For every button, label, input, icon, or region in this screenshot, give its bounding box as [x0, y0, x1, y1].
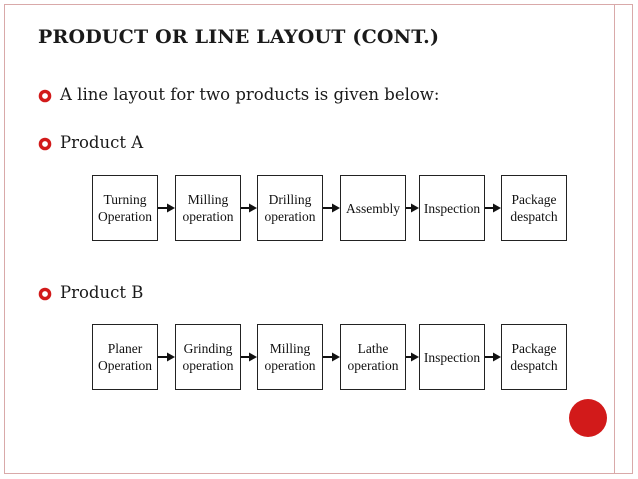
slide-frame-divider: [614, 4, 615, 474]
flow-arrow: [406, 203, 419, 213]
product-b-arrows: [158, 352, 501, 362]
slide-title: PRODUCT OR LINE LAYOUT (CONT.): [38, 26, 440, 48]
flow-arrow: [158, 203, 175, 213]
flow-arrow: [323, 352, 340, 362]
ring-bullet-icon: [38, 137, 52, 151]
ring-bullet-icon: [38, 287, 52, 301]
flow-arrow: [406, 352, 419, 362]
flow-step-box: Milling operation: [257, 324, 323, 390]
bullet-text-product-a: Product A: [60, 133, 144, 152]
flow-step-box: Inspection: [419, 175, 485, 241]
flow-step-box: Milling operation: [175, 175, 241, 241]
flow-step-box: Drilling operation: [257, 175, 323, 241]
flow-arrow: [485, 203, 501, 213]
flow-step-box: Planer Operation: [92, 324, 158, 390]
flow-arrow: [241, 352, 257, 362]
flow-step-box: Assembly: [340, 175, 406, 241]
flow-step-box: Inspection: [419, 324, 485, 390]
bullet-text-intro: A line layout for two products is given …: [60, 85, 440, 104]
product-a-flow: Turning Operation Milling operation Dril…: [0, 175, 638, 245]
flow-step-box: Grinding operation: [175, 324, 241, 390]
decorative-red-circle: [569, 399, 607, 437]
flow-arrow: [158, 352, 175, 362]
flow-arrow: [323, 203, 340, 213]
flow-step-box: Package despatch: [501, 175, 567, 241]
flow-step-box: Package despatch: [501, 324, 567, 390]
product-a-arrows: [158, 203, 501, 213]
slide-frame: [4, 4, 633, 474]
flow-arrow: [241, 203, 257, 213]
flow-arrow: [485, 352, 501, 362]
flow-step-box: Lathe operation: [340, 324, 406, 390]
flow-step-box: Turning Operation: [92, 175, 158, 241]
ring-bullet-icon: [38, 89, 52, 103]
bullet-text-product-b: Product B: [60, 283, 144, 302]
product-b-flow: Planer Operation Grinding operation Mill…: [0, 324, 638, 394]
